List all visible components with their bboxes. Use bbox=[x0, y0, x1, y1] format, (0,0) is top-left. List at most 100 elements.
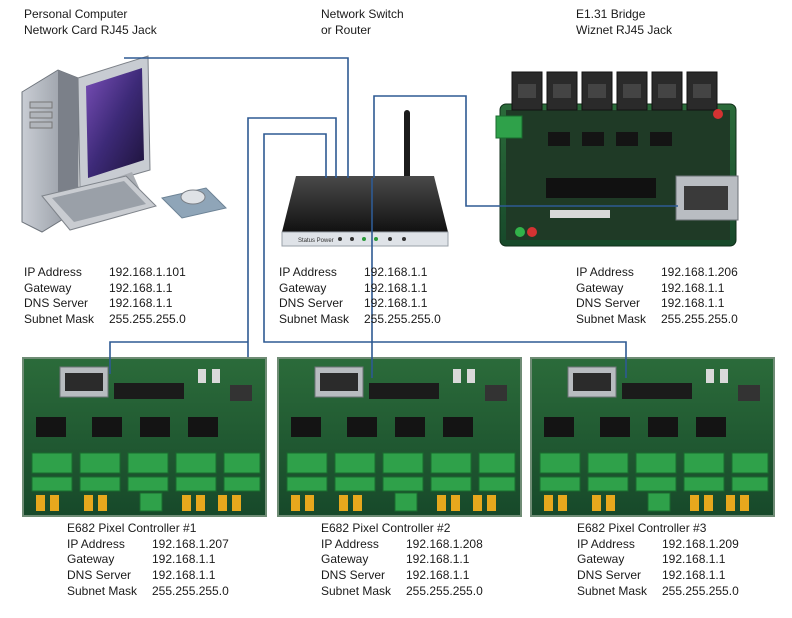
setting-key: IP Address bbox=[67, 536, 125, 551]
setting-value: 192.168.1.208 bbox=[406, 536, 483, 551]
setting-row: DNS Server 192.168.1.1 bbox=[67, 568, 229, 584]
setting-row: IP Address 192.168.1.207 bbox=[67, 537, 229, 553]
setting-row: DNS Server 192.168.1.1 bbox=[279, 296, 441, 312]
setting-row: DNS Server 192.168.1.1 bbox=[321, 568, 483, 584]
setting-value: 255.255.255.0 bbox=[406, 583, 483, 598]
setting-value: 192.168.1.207 bbox=[152, 536, 229, 551]
pc-caption-line1: Personal Computer bbox=[24, 7, 128, 21]
setting-value: 192.168.1.1 bbox=[364, 280, 428, 295]
setting-row: Gateway 192.168.1.1 bbox=[321, 552, 483, 568]
setting-value: 192.168.1.101 bbox=[109, 265, 186, 279]
setting-key: Gateway bbox=[279, 280, 327, 295]
setting-key: IP Address bbox=[24, 265, 82, 279]
controller-title: E682 Pixel Controller #1 bbox=[67, 521, 197, 535]
cable-controller1-to-switch bbox=[247, 117, 337, 357]
cable-bridge-to-switch bbox=[373, 95, 678, 207]
setting-value: 192.168.1.1 bbox=[364, 296, 428, 311]
setting-value: 255.255.255.0 bbox=[109, 312, 186, 327]
setting-value: 192.168.1.1 bbox=[406, 552, 470, 567]
pixel-controller-1-board bbox=[21, 356, 268, 518]
setting-value: 192.168.1.1 bbox=[109, 280, 173, 295]
personal-computer-icon bbox=[21, 55, 227, 233]
cable-pc-to-switch bbox=[124, 57, 349, 178]
pc-caption-line2: Network Card RJ45 Jack bbox=[24, 23, 157, 37]
controller-title: E682 Pixel Controller #3 bbox=[577, 521, 707, 535]
switch-caption-line1: Network Switch bbox=[321, 7, 404, 21]
setting-row: IP Address 192.168.1.1 bbox=[279, 265, 441, 281]
switch-caption-line2: or Router bbox=[321, 23, 372, 37]
setting-key: Subnet Mask bbox=[67, 583, 138, 598]
setting-value: 192.168.1.1 bbox=[661, 296, 725, 311]
setting-key: IP Address bbox=[577, 536, 635, 551]
setting-key: Subnet Mask bbox=[321, 583, 392, 598]
e131-bridge-board-icon bbox=[484, 70, 740, 247]
setting-value: 255.255.255.0 bbox=[661, 312, 738, 327]
setting-row: DNS Server 192.168.1.1 bbox=[24, 296, 186, 312]
setting-value: 192.168.1.209 bbox=[662, 536, 739, 551]
setting-key: Gateway bbox=[321, 552, 369, 567]
setting-value: 192.168.1.1 bbox=[661, 280, 725, 295]
bridge-caption-line2: Wiznet RJ45 Jack bbox=[576, 23, 673, 37]
setting-row: IP Address 192.168.1.209 bbox=[577, 537, 739, 553]
setting-key: IP Address bbox=[321, 536, 379, 551]
setting-value: 192.168.1.206 bbox=[661, 265, 738, 279]
setting-key: Subnet Mask bbox=[24, 312, 95, 327]
setting-row: Gateway 192.168.1.1 bbox=[279, 281, 441, 297]
pixel-controller-2-board bbox=[276, 356, 523, 518]
setting-row: Subnet Mask 255.255.255.0 bbox=[67, 584, 229, 600]
setting-row: Gateway 192.168.1.1 bbox=[24, 281, 186, 297]
setting-key: DNS Server bbox=[576, 296, 641, 311]
setting-key: Subnet Mask bbox=[279, 312, 350, 327]
setting-key: Gateway bbox=[577, 552, 625, 567]
switch-network-settings: IP Address 192.168.1.1 Gateway 192.168.1.1… bbox=[279, 265, 441, 328]
setting-row: Subnet Mask 255.255.255.0 bbox=[279, 312, 441, 328]
setting-row: IP Address 192.168.1.208 bbox=[321, 537, 483, 553]
setting-row: Gateway 192.168.1.1 bbox=[67, 552, 229, 568]
setting-value: 192.168.1.1 bbox=[364, 265, 428, 279]
setting-row: Subnet Mask 255.255.255.0 bbox=[577, 584, 739, 600]
network-cables bbox=[109, 57, 678, 378]
setting-value: 192.168.1.1 bbox=[152, 568, 216, 583]
setting-value: 192.168.1.1 bbox=[406, 568, 470, 583]
bridge-caption-line1: E1.31 Bridge bbox=[576, 7, 646, 21]
setting-value: 192.168.1.1 bbox=[662, 568, 726, 583]
setting-key: Gateway bbox=[67, 552, 115, 567]
setting-row: IP Address 192.168.1.101 bbox=[24, 265, 186, 281]
cable-controller3-to-switch bbox=[371, 178, 627, 378]
controller-title: E682 Pixel Controller #2 bbox=[321, 521, 451, 535]
setting-value: 192.168.1.1 bbox=[152, 552, 216, 567]
setting-key: Subnet Mask bbox=[577, 583, 648, 598]
setting-row: Subnet Mask 255.255.255.0 bbox=[24, 312, 186, 328]
setting-row: Subnet Mask 255.255.255.0 bbox=[576, 312, 738, 328]
controller-2-settings: E682 Pixel Controller #2 IP Address 192.1… bbox=[321, 521, 483, 600]
setting-row: DNS Server 192.168.1.1 bbox=[576, 296, 738, 312]
switch-caption: Network Switch or Router bbox=[321, 6, 404, 38]
router-icon: Status Power bbox=[281, 110, 449, 247]
controller-1-settings: E682 Pixel Controller #1 IP Address 192.1… bbox=[67, 521, 229, 600]
setting-key: DNS Server bbox=[24, 296, 89, 311]
setting-key: DNS Server bbox=[67, 568, 132, 583]
pc-caption: Personal Computer Network Card RJ45 Jack bbox=[24, 6, 157, 38]
controller-3-settings: E682 Pixel Controller #3 IP Address 192.1… bbox=[577, 521, 739, 600]
setting-key: DNS Server bbox=[279, 296, 344, 311]
cable-controller2-to-switch bbox=[263, 133, 373, 378]
setting-key: Subnet Mask bbox=[576, 312, 647, 327]
setting-value: 255.255.255.0 bbox=[152, 583, 229, 598]
setting-value: 255.255.255.0 bbox=[662, 583, 739, 598]
setting-key: IP Address bbox=[279, 265, 337, 279]
setting-value: 255.255.255.0 bbox=[364, 312, 441, 327]
router-panel-text: Status Power bbox=[298, 238, 334, 244]
setting-key: DNS Server bbox=[577, 568, 642, 583]
setting-value: 192.168.1.1 bbox=[662, 552, 726, 567]
pixel-controller-3-board bbox=[529, 356, 776, 518]
setting-row: Subnet Mask 255.255.255.0 bbox=[321, 584, 483, 600]
setting-value: 192.168.1.1 bbox=[109, 296, 173, 311]
setting-key: Gateway bbox=[24, 280, 72, 295]
setting-row: Gateway 192.168.1.1 bbox=[576, 281, 738, 297]
setting-key: Gateway bbox=[576, 280, 624, 295]
bridge-caption: E1.31 Bridge Wiznet RJ45 Jack bbox=[576, 6, 672, 38]
setting-key: DNS Server bbox=[321, 568, 386, 583]
